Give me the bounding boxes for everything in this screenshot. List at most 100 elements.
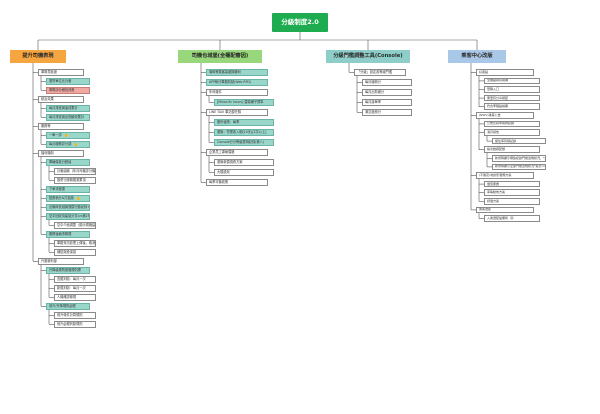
emoji-icon: 👍 <box>63 132 68 137</box>
branch-a-node[interactable]: 下單流程優 <box>46 186 90 193</box>
branch-d-node[interactable]: 全權點報有報碼 <box>484 77 540 85</box>
branch-a-node[interactable]: 晉升/升降規則處理 <box>46 303 90 310</box>
branch-a[interactable]: 提升司機表現 <box>10 50 66 63</box>
branch-b-node-label: APP執行車籍判斷(Web RFD) <box>209 79 252 84</box>
branch-a-node-label: 升降級規則基礎規則標 <box>49 267 81 272</box>
emoji-icon: 👍 <box>73 141 78 146</box>
branch-d-node[interactable]: 消月報告 <box>484 129 540 136</box>
branch-b-node-label: 车司機件 <box>209 89 222 94</box>
branch-d-node[interactable]: 新增時顯示全部門檻違規狀況*投影console設定各項門檻顯示 <box>492 163 546 171</box>
branch-a-node[interactable]: 出機時長鏈與運價行動紀錄+ETF <box>46 204 90 211</box>
branch-a-node[interactable]: 車隊貢獻度 <box>38 69 84 76</box>
branch-a-node[interactable]: 人機確認條規 <box>54 294 96 301</box>
branch-a-node-label: 晉升/升降規則處理 <box>49 303 76 308</box>
branch-b-label: 司機也城堡(全權配審因) <box>191 52 249 59</box>
branch-a-node[interactable]: 升降級規則基礎規則標 <box>46 267 90 274</box>
branch-a-node[interactable]: 晉升處理判斷規則 <box>54 321 96 328</box>
branch-a-node[interactable]: 統治效果 <box>38 96 84 103</box>
branch-a-node[interactable]: 查獲判斷：每月一次 <box>54 276 96 283</box>
branch-b-node[interactable]: Console分分等級表明紀錄(第八) <box>214 139 274 146</box>
branch-a-node[interactable]: 晉升條件計算規則 <box>54 312 96 319</box>
branch-c-node[interactable]: 「分級」設定各等級門檻 <box>354 69 406 76</box>
branch-a-node-label: 統治效果 <box>41 96 54 101</box>
branch-b-node[interactable]: 運管：營業收入細(10天)[2次以上] <box>214 129 274 136</box>
branch-d-node[interactable]: 價值累費 <box>484 180 540 188</box>
branch-d-node-label: 價值累費 <box>487 181 500 186</box>
branch-a-node-label: 晉升處理判斷規則 <box>57 321 83 326</box>
branch-b-node[interactable]: [Minor:Xc hours] 雲端備子標準 <box>214 99 274 106</box>
branch-a-node[interactable]: 空中介面調整（顯示規格建議人數） <box>54 222 96 229</box>
branch-d-node[interactable]: 評價方案 <box>484 198 540 205</box>
branch-b-node[interactable]: 企業員工專屬價格 <box>206 149 268 156</box>
branch-d-node[interactable]: 累里有分享標配 <box>484 94 540 102</box>
branch-a-node[interactable]: 服務等 <box>38 123 84 130</box>
branch-c-node[interactable]: 滿意度積分 <box>362 109 412 116</box>
branch-b-node[interactable]: 每季可機政策 <box>206 179 268 186</box>
branch-b-node-label: 大額設效 <box>217 169 230 174</box>
branch-d-node[interactable]: 總次數標配類 <box>484 146 540 153</box>
branch-a-node[interactable]: 新規判斷：每月一次 <box>54 285 96 292</box>
branch-d-node[interactable]: 新增時顯示哪些紀錄門檻違規狀況，*投影console設定各項門檻顯示 <box>492 155 546 162</box>
branch-d-node-label: 總次數標配類 <box>487 147 506 152</box>
branch-a-node[interactable]: 點數積分&打抽獎👍 <box>46 195 90 202</box>
branch-b-node-label: 企業員工專屬價格 <box>209 149 235 154</box>
branch-a-node[interactable]: 每月排班與出勤績效累計 <box>46 114 90 121</box>
branch-d-node[interactable]: 好康點 <box>476 69 534 76</box>
branch-d-node[interactable]: 符合李程點總期 <box>484 103 540 110</box>
branch-c-node-label: 「分級」設定各等級門檻 <box>357 69 393 74</box>
branch-a-node-label: 每月排班與出勤績效累計 <box>49 114 85 119</box>
branch-d-node-label: 公告比對申報的記錄 <box>487 121 515 126</box>
branch-a-node[interactable]: 車隊評分細批改數 <box>46 87 90 94</box>
branch-b-node-label: 股份後照：每季 <box>217 119 240 124</box>
branch-a-node[interactable]: 福利機制 <box>38 150 84 157</box>
root-topic[interactable]: 分級制度2.0 <box>272 13 328 32</box>
branch-d-node[interactable]: 入乘選配設備狀😊 <box>484 215 540 222</box>
branch-a-node[interactable]: 空中回收待建議分享(vs第2年) <box>46 213 90 220</box>
branch-a-node[interactable]: 每月服務評分調👍 <box>46 141 90 148</box>
branch-b-node[interactable]: 大額設效 <box>214 169 274 176</box>
branch-a-node[interactable]: 推薦行服務獲獎累項 <box>54 177 96 184</box>
branch-d[interactable]: 乘客中心改版 <box>448 50 506 63</box>
branch-d-node-label: 消月報告 <box>487 129 500 134</box>
branch-a-node[interactable]: 一單一評👍 <box>46 132 90 139</box>
branch-b-node[interactable]: 運管款價償費方案 <box>214 159 274 166</box>
branch-b-node[interactable]: 場時等乘客量超期權利 <box>206 69 268 76</box>
branch-a-node[interactable]: 車輛保養分數據 <box>46 159 90 166</box>
branch-d-node[interactable]: 華購入口 <box>484 86 540 93</box>
branch-d-node[interactable]: 乘客選配 <box>476 206 534 214</box>
branch-b-node-label: 場時等乘客量超期權利 <box>209 69 241 74</box>
branch-a-node[interactable]: 運營單位比計畫 <box>46 78 90 85</box>
branch-a-node-label: 空中回收待建議分享(vs第2年) <box>49 213 90 218</box>
branch-a-node-label: 空中介面調整（顯示規格建議人數） <box>57 222 96 227</box>
branch-c[interactable]: 分級門檻調整工具(Console) <box>326 50 410 63</box>
branch-c-node[interactable]: 每月接單率 <box>362 99 412 106</box>
emoji-icon: 👍 <box>75 195 81 200</box>
branch-c-node-label: 每月接單率 <box>365 99 381 104</box>
branch-d-node[interactable]: (不確定)地的影響規方案 <box>476 172 534 179</box>
branch-d-node[interactable]: 公告比對申報的記錄 <box>484 120 540 128</box>
branch-a-node-label: 服務後續事務理 <box>49 231 72 236</box>
branch-d-node[interactable]: 留住車有標記錄 <box>492 137 546 145</box>
branch-b-node-label: 運管款價償費方案 <box>217 159 243 164</box>
branch-d-node-label: 華購入口 <box>487 86 500 91</box>
branch-c-node[interactable]: 每月總積分 <box>362 79 412 86</box>
branch-a-node-label: 人機確認條規 <box>57 294 77 299</box>
branch-a-node[interactable]: 車籍資訊影響上傳後，取消政策建立司機好 <box>54 240 96 247</box>
branch-d-node[interactable]: (NWV)乘客公告 <box>476 112 534 119</box>
branch-b-node[interactable]: LINE TAXI 車站優先購 <box>206 109 268 116</box>
branch-a-node[interactable]: 補貼與投保設 <box>54 249 96 256</box>
branch-d-node-label: 留住車有標記錄 <box>495 138 517 143</box>
branch-b[interactable]: 司機也城堡(全權配審因) <box>178 50 262 63</box>
branch-a-node-label: 晉升條件計算規則 <box>57 312 83 317</box>
branch-a-node[interactable]: 計畫組織（年月司機評分機制） <box>54 168 96 175</box>
branch-d-node[interactable]: 車等動效方案 <box>484 189 540 196</box>
branch-a-node[interactable]: 每月排班與達成累計 <box>46 105 90 112</box>
branch-b-node[interactable]: 股份後照：每季 <box>214 119 274 126</box>
branch-b-node[interactable]: APP執行車籍判斷(Web RFD) <box>206 79 268 86</box>
branch-a-node-label: 補貼與投保設 <box>57 249 77 254</box>
branch-a-node[interactable]: 服務後續事務理 <box>46 231 90 238</box>
branch-b-node[interactable]: 车司機件 <box>206 89 268 96</box>
branch-a-node[interactable]: 升遷權利部 <box>38 258 84 265</box>
branch-c-node[interactable]: 每月出勤總分 <box>362 89 412 96</box>
